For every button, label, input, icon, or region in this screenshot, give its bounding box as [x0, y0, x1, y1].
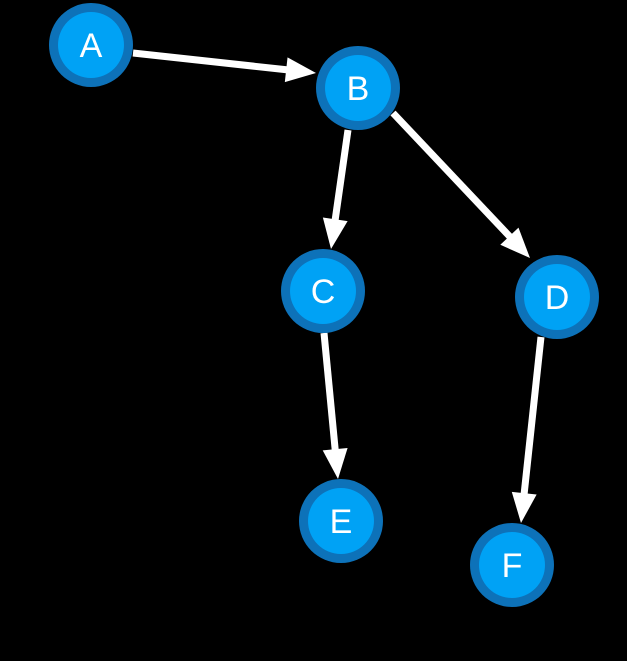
node-core — [308, 488, 374, 554]
node-label: F — [502, 547, 523, 585]
edge-shaft — [132, 49, 292, 74]
edge-a-to-b — [132, 49, 316, 83]
node-core — [479, 532, 545, 598]
node-c[interactable]: C — [281, 249, 365, 333]
node-core — [325, 55, 391, 121]
arrowhead-icon — [322, 447, 348, 479]
node-f[interactable]: F — [470, 523, 554, 607]
node-label: D — [545, 279, 570, 317]
node-d[interactable]: D — [515, 255, 599, 339]
node-label: A — [80, 27, 103, 65]
edge-b-to-c — [322, 129, 352, 249]
node-b[interactable]: B — [316, 46, 400, 130]
arrowhead-icon — [511, 491, 537, 523]
node-core — [524, 264, 590, 330]
edge-shaft — [331, 129, 352, 225]
edge-shaft — [320, 332, 340, 455]
edge-b-to-d — [390, 110, 530, 258]
node-label: C — [311, 273, 336, 311]
arrowhead-icon — [322, 217, 348, 249]
edge-c-to-e — [320, 332, 348, 479]
node-core — [58, 12, 124, 78]
node-a[interactable]: A — [49, 3, 133, 87]
node-layer: A B C D E F — [49, 3, 599, 607]
node-e[interactable]: E — [299, 479, 383, 563]
node-label: E — [330, 503, 353, 541]
edge-shaft — [520, 336, 545, 499]
node-label: B — [347, 70, 370, 108]
arrowhead-icon — [500, 227, 530, 258]
arrowhead-icon — [284, 57, 316, 83]
edge-shaft — [390, 110, 516, 243]
edge-d-to-f — [511, 336, 545, 523]
edge-layer — [132, 49, 545, 523]
node-core — [290, 258, 356, 324]
